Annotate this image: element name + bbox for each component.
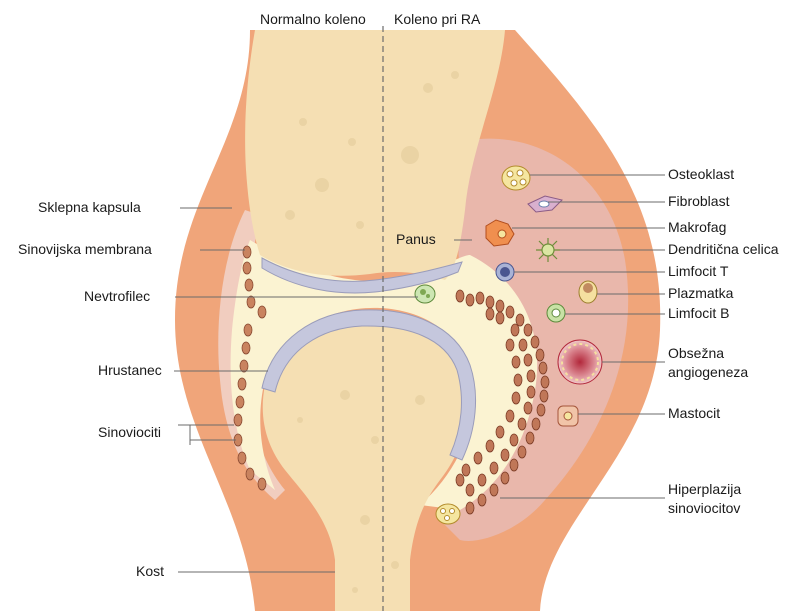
label-joint-capsule: Sklepna kapsula — [38, 199, 141, 215]
label-angiogenesis-line1: Obsežna — [668, 345, 724, 361]
label-pannus: Panus — [396, 231, 436, 247]
label-synovial-membrane: Sinovijska membrana — [18, 241, 152, 257]
label-b-lymphocyte: Limfocit B — [668, 305, 729, 321]
label-hyperplasia-line1: Hiperplazija — [668, 481, 741, 497]
b-lymphocyte-cell — [547, 304, 565, 322]
t-lymphocyte-cell — [496, 263, 514, 281]
label-mast-cell: Mastocit — [668, 405, 720, 421]
dendritic-cell — [536, 238, 560, 262]
header-ra-knee: Koleno pri RA — [394, 11, 481, 27]
label-hyperplasia-line2: sinoviocitov — [668, 500, 740, 516]
label-cartilage: Hrustanec — [98, 362, 162, 378]
label-osteoclast: Osteoklast — [668, 166, 734, 182]
label-plasma-cell: Plazmatka — [668, 285, 734, 301]
osteoclast-cell-lower — [436, 504, 460, 524]
label-neutrophil: Nevtrofilec — [84, 288, 150, 304]
label-dendritic-cell: Dendritična celica — [668, 241, 779, 257]
neutrophil-cell — [415, 285, 435, 303]
label-t-lymphocyte: Limfocit T — [668, 263, 729, 279]
plasma-cell — [579, 281, 597, 303]
label-angiogenesis-line2: angiogeneza — [668, 364, 748, 380]
mast-cell — [558, 406, 578, 426]
angiogenesis-vessel — [558, 340, 602, 384]
osteoclast-cell — [502, 166, 530, 190]
label-macrophage: Makrofag — [668, 219, 726, 235]
label-fibroblast: Fibroblast — [668, 193, 730, 209]
label-bone: Kost — [136, 563, 164, 579]
label-synoviocytes: Sinoviociti — [98, 424, 161, 440]
header-normal-knee: Normalno koleno — [260, 11, 366, 27]
